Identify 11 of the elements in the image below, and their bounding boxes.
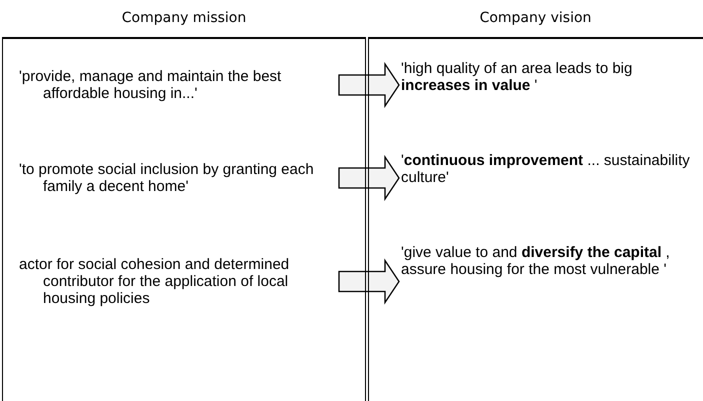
column-heading: Company mission [122, 9, 246, 28]
statement-text: 'provide, manage and maintain the best affordable housing in...' [19, 68, 337, 102]
block-arrow [338, 62, 400, 108]
block-arrow [338, 258, 400, 305]
statement-text: actor for social cohesion and determined contributor for the application of local housing policies [19, 256, 337, 307]
block-arrow [338, 154, 400, 202]
statement-text: 'give value to and diversify the capital , assure housing for the most vulnerable ' [401, 244, 701, 278]
statement-text: 'to promote social inclusion by granting each family a decent home' [19, 161, 337, 195]
statement-text: 'continuous improvement ... sustainability culture' [401, 152, 701, 186]
column-heading: Company vision [480, 9, 592, 28]
statement-text: 'high quality of an area leads to big increases in value ' [401, 60, 701, 94]
